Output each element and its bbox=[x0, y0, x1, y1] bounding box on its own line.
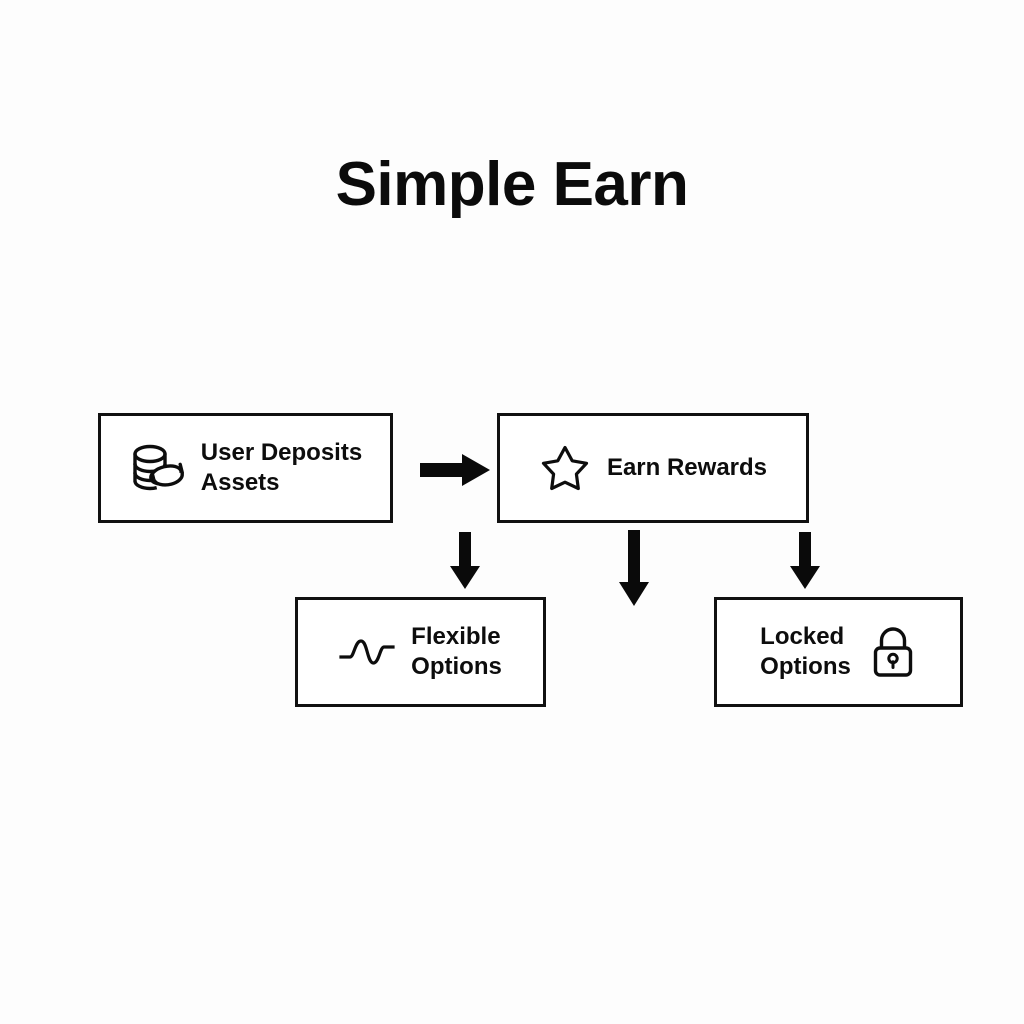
star-icon bbox=[539, 443, 591, 493]
node-locked-options[interactable]: Locked Options bbox=[714, 597, 963, 707]
wave-icon bbox=[339, 635, 395, 669]
page-title: Simple Earn bbox=[335, 150, 689, 219]
arrow-down-to-locked bbox=[787, 530, 823, 592]
lock-icon bbox=[869, 624, 917, 680]
node-label-flexible-options: Flexible Options bbox=[411, 623, 502, 680]
node-label-locked-options: Locked Options bbox=[760, 623, 851, 680]
node-earn-rewards[interactable]: Earn Rewards bbox=[497, 413, 809, 523]
arrow-down-to-flexible bbox=[447, 530, 483, 592]
arrow-down-from-rewards bbox=[616, 528, 652, 610]
node-user-deposits-assets[interactable]: User Deposits Assets bbox=[98, 413, 393, 523]
node-label-earn-rewards: Earn Rewards bbox=[606, 454, 768, 482]
coin-stack-icon bbox=[129, 442, 185, 494]
node-flexible-options[interactable]: Flexible Options bbox=[295, 597, 546, 707]
arrow-deposits-to-rewards bbox=[418, 452, 492, 488]
node-label-user-deposits-assets: User Deposits Assets bbox=[200, 439, 363, 496]
